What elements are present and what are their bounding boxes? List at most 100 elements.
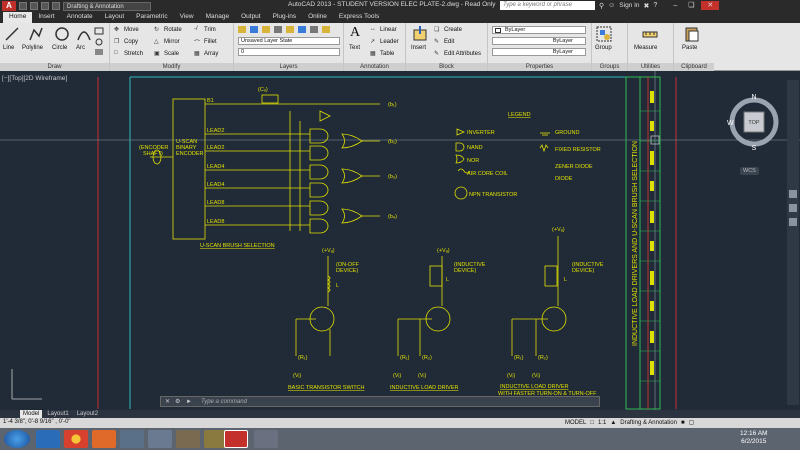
group-button[interactable]: Group <box>595 45 612 51</box>
layer-select[interactable]: 0 <box>238 48 340 56</box>
quick-view-icon[interactable]: □ <box>590 419 594 426</box>
move-button[interactable]: ✥Move <box>114 26 139 34</box>
command-input[interactable]: Type a command <box>201 399 247 405</box>
chrome-icon[interactable] <box>64 430 88 448</box>
edit-block-button[interactable]: ✎Edit <box>434 38 454 46</box>
line-button[interactable]: Line <box>3 45 15 51</box>
start-button-icon[interactable] <box>4 430 30 448</box>
tab-layout[interactable]: Layout <box>104 13 125 20</box>
layout-tab-layout1[interactable]: Layout1 <box>47 411 69 417</box>
restore-button[interactable]: ❏ <box>688 2 695 9</box>
navigation-bar[interactable] <box>787 80 799 405</box>
mirror-button[interactable]: △Mirror <box>154 38 180 46</box>
customize-icon[interactable]: ⚙ <box>175 399 181 405</box>
help-search-input[interactable]: Type a keyword or phrase <box>500 1 595 10</box>
lineweight-select[interactable]: ByLayer <box>492 48 586 56</box>
insert-block-icon[interactable] <box>412 26 428 42</box>
paste-icon[interactable] <box>684 26 700 42</box>
view-cube-top-face[interactable] <box>743 111 765 133</box>
ie-icon[interactable] <box>36 430 60 448</box>
group-icon[interactable] <box>596 26 612 42</box>
fillet-button[interactable]: ⌒Fillet <box>194 38 217 47</box>
annotation-scale[interactable]: 1:1 <box>597 419 607 426</box>
app-icon[interactable] <box>254 430 278 448</box>
clipboard-panel-title[interactable]: Clipboard <box>674 63 714 71</box>
layer-tool-icons[interactable] <box>238 26 338 34</box>
zoom-icon[interactable] <box>789 204 797 212</box>
system-clock[interactable]: 12:16 AM 6/2/2015 <box>740 430 767 446</box>
new-file-icon[interactable] <box>19 2 27 10</box>
model-space-toggle[interactable]: MODEL <box>565 419 587 426</box>
layer-state-select[interactable]: Unsaved Layer State <box>238 37 340 45</box>
array-button[interactable]: ▦Array <box>194 50 218 58</box>
annotation-panel-title[interactable]: Annotation <box>344 63 405 71</box>
autocad-logo-icon[interactable]: A <box>2 1 16 11</box>
minimize-button[interactable]: – <box>673 2 678 9</box>
undo-icon[interactable] <box>52 2 60 10</box>
layout-tab-layout2[interactable]: Layout2 <box>76 411 99 417</box>
text-icon[interactable]: A <box>350 25 361 40</box>
folder-icon[interactable] <box>204 430 228 448</box>
workspace-switch[interactable]: Drafting & Annotation <box>620 419 677 426</box>
tab-express-tools[interactable]: Express Tools <box>338 13 380 20</box>
tab-online[interactable]: Online <box>308 13 327 20</box>
stretch-button[interactable]: □Stretch <box>114 50 143 58</box>
arc-button[interactable]: Arc <box>76 45 85 51</box>
tab-parametric[interactable]: Parametric <box>136 13 168 20</box>
tab-manage[interactable]: Manage <box>205 13 230 20</box>
draw-more-icons[interactable] <box>94 27 106 57</box>
measure-button[interactable]: Measure <box>634 45 658 51</box>
sign-in-link[interactable]: Sign In <box>619 2 640 9</box>
close-command-icon[interactable]: ✕ <box>165 399 171 405</box>
wcs-menu[interactable]: WCS <box>740 167 759 175</box>
workspace-select[interactable]: Drafting & Annotation <box>63 1 151 11</box>
save-icon[interactable] <box>41 2 49 10</box>
help-icon[interactable]: ? <box>653 2 658 9</box>
polyline-icon[interactable] <box>28 26 44 42</box>
open-file-icon[interactable] <box>30 2 38 10</box>
measure-icon[interactable] <box>642 26 658 42</box>
tab-plug-ins[interactable]: Plug-ins <box>272 13 297 20</box>
rotate-button[interactable]: ↻Rotate <box>154 26 182 34</box>
trim-button[interactable]: -/Trim <box>194 26 216 34</box>
tab-output[interactable]: Output <box>241 13 261 20</box>
layout-tab-model[interactable]: Model <box>20 410 43 418</box>
properties-panel-title[interactable]: Properties <box>488 63 591 71</box>
lock-icon[interactable]: ■ <box>680 419 685 426</box>
line-icon[interactable] <box>4 26 20 42</box>
arc-icon[interactable] <box>76 26 92 42</box>
compass-south[interactable]: S <box>752 145 757 151</box>
scale-button[interactable]: ▣Scale <box>154 50 179 58</box>
draw-panel-title[interactable]: Draw <box>0 63 109 71</box>
paste-button[interactable]: Paste <box>682 45 698 51</box>
outlook-icon[interactable] <box>148 430 172 448</box>
polyline-button[interactable]: Polyline <box>22 45 44 51</box>
pan-icon[interactable] <box>789 190 797 198</box>
search-icon[interactable]: ⚲ <box>599 2 605 10</box>
autocad-taskbar-icon[interactable] <box>224 430 248 448</box>
groups-panel-title[interactable]: Groups <box>592 63 627 71</box>
leader-button[interactable]: ↗Leader <box>370 38 399 46</box>
command-line[interactable]: ✕ ⚙ ► Type a command <box>160 396 600 407</box>
linetype-select[interactable]: ByLayer <box>492 37 586 45</box>
tab-view[interactable]: View <box>179 13 194 20</box>
copy-button[interactable]: ❐Copy <box>114 38 138 46</box>
utilities-panel-title[interactable]: Utilities <box>628 63 673 71</box>
file-explorer-icon[interactable] <box>176 430 200 448</box>
media-player-icon[interactable] <box>92 430 116 448</box>
modify-panel-title[interactable]: Modify <box>110 63 233 71</box>
linear-button[interactable]: ↔Linear <box>370 26 397 34</box>
viewport-controls[interactable]: [−][Top][2D Wireframe] <box>2 75 68 82</box>
block-panel-title[interactable]: Block <box>406 63 487 71</box>
drawing-canvas[interactable]: INDUCTIVE LOAD DRIVERS AND U-SCAN BRUSH … <box>0 71 800 410</box>
tab-insert[interactable]: Insert <box>38 13 55 20</box>
annotation-visibility-icon[interactable]: ▲ <box>610 419 617 426</box>
fullscreen-icon[interactable]: ▢ <box>688 420 695 426</box>
drawing-viewport[interactable]: [−][Top][2D Wireframe] <box>0 71 800 410</box>
create-block-button[interactable]: ❏Create <box>434 26 462 34</box>
circle-icon[interactable] <box>54 26 70 42</box>
table-button[interactable]: ▦Table <box>370 50 394 58</box>
exchange-icon[interactable]: ✖ <box>643 2 650 10</box>
compass-north[interactable]: N <box>751 94 756 101</box>
circle-button[interactable]: Circle <box>52 45 68 51</box>
